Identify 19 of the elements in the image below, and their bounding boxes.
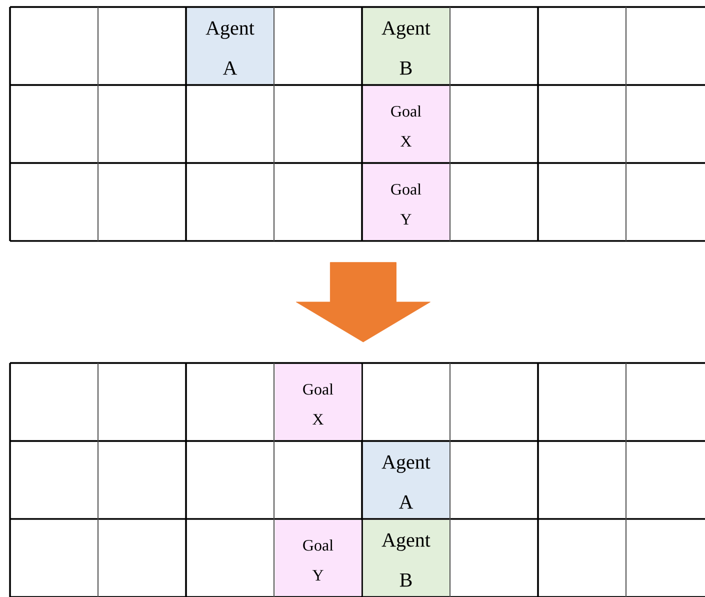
node-text: Agent B (382, 21, 430, 75)
agent-cell: Agent B (363, 8, 450, 84)
node-text: Goal X (303, 383, 334, 425)
node-text: Agent A (382, 455, 430, 509)
grid-board (9, 362, 705, 597)
agent-cell: Agent B (363, 520, 450, 596)
node-text: Goal X (391, 105, 422, 147)
node-text: Goal Y (303, 539, 334, 581)
block-arrow (296, 262, 430, 342)
agent-cell: Agent A (363, 442, 450, 518)
node-text: Agent A (206, 21, 254, 75)
node-text: Goal Y (391, 183, 422, 225)
goal-cell: Goal Y (275, 520, 362, 596)
goal-cell: Goal X (363, 86, 450, 162)
node-text: Agent B (382, 533, 430, 587)
grid-board (9, 6, 705, 242)
agent-cell: Agent A (187, 8, 274, 84)
goal-cell: Goal X (275, 364, 362, 440)
goal-cell: Goal Y (363, 164, 450, 240)
